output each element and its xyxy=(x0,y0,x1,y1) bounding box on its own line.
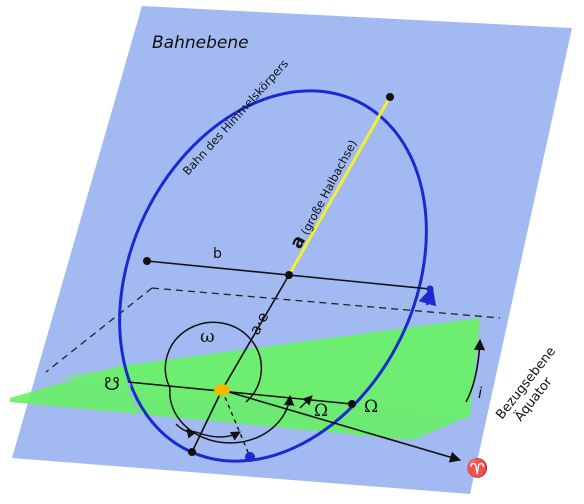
small-node-point xyxy=(355,431,361,437)
orbit-hidden-section xyxy=(126,381,142,415)
orbit-ellipse xyxy=(118,89,428,463)
inclination-label: i xyxy=(478,384,483,402)
reference-plane-left-edge xyxy=(45,287,153,373)
orbit-plane-label: Bahnebene xyxy=(152,33,249,53)
inclination-arrow xyxy=(465,338,486,403)
radius-vector-dashed-2 xyxy=(191,389,223,453)
ascending-node-point xyxy=(348,400,356,408)
ascending-node-label: Ω xyxy=(364,397,378,417)
reference-plane-top xyxy=(60,318,480,416)
true-anomaly-arc-2 xyxy=(195,431,241,441)
focus-point xyxy=(214,384,230,396)
node-longitude-label: Ω xyxy=(314,401,328,421)
focal-distance-line xyxy=(221,274,290,391)
apoapsis-point xyxy=(386,93,394,101)
reference-plane-label-group: Bezugsebene Äquator xyxy=(493,344,559,424)
semi-major-axis xyxy=(287,96,392,276)
periapsis-point xyxy=(188,448,196,456)
semi-minor-label: b xyxy=(213,246,222,262)
true-anomaly-arc-1 xyxy=(175,423,197,439)
omega-arc xyxy=(164,321,295,444)
descending-node-label: ☋ xyxy=(104,374,120,395)
line-of-nodes xyxy=(127,381,353,405)
minor-axis-left-point xyxy=(143,257,151,265)
node-longitude-arc xyxy=(299,395,313,409)
vernal-direction-line xyxy=(221,389,462,463)
minor-axis-right-point xyxy=(426,285,434,293)
reference-plane-back-edge xyxy=(151,287,501,319)
body-position-point xyxy=(245,452,255,462)
vernal-point-label: ♈ xyxy=(466,457,488,479)
arg-periapsis-label: ω xyxy=(200,326,215,347)
orbit-center-point xyxy=(285,271,293,279)
